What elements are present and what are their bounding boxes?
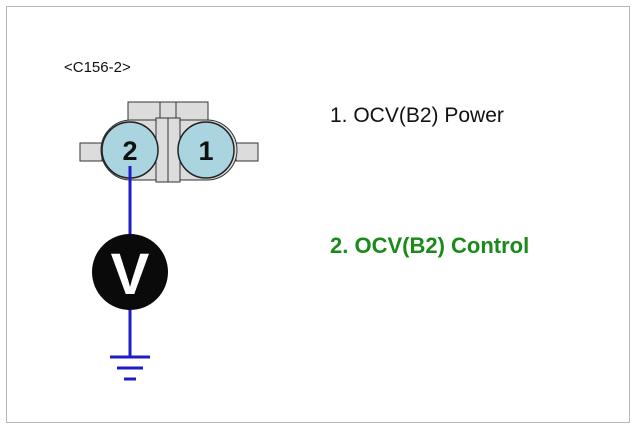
ground-icon <box>110 355 150 381</box>
voltmeter-letter: V <box>111 242 150 307</box>
pin-1-number: 1 <box>198 136 213 166</box>
pin-1-terminal: 1 <box>177 121 235 179</box>
voltmeter-symbol: V <box>92 234 168 310</box>
diagram-frame <box>6 6 630 423</box>
pin-2-number: 2 <box>122 136 137 166</box>
pin-1-description: 1. OCV(B2) Power <box>330 104 504 127</box>
pin-2-terminal: 2 <box>101 121 159 179</box>
connector-id-label: <C156-2> <box>64 59 131 76</box>
pin-2-description: 2. OCV(B2) Control <box>330 233 530 258</box>
